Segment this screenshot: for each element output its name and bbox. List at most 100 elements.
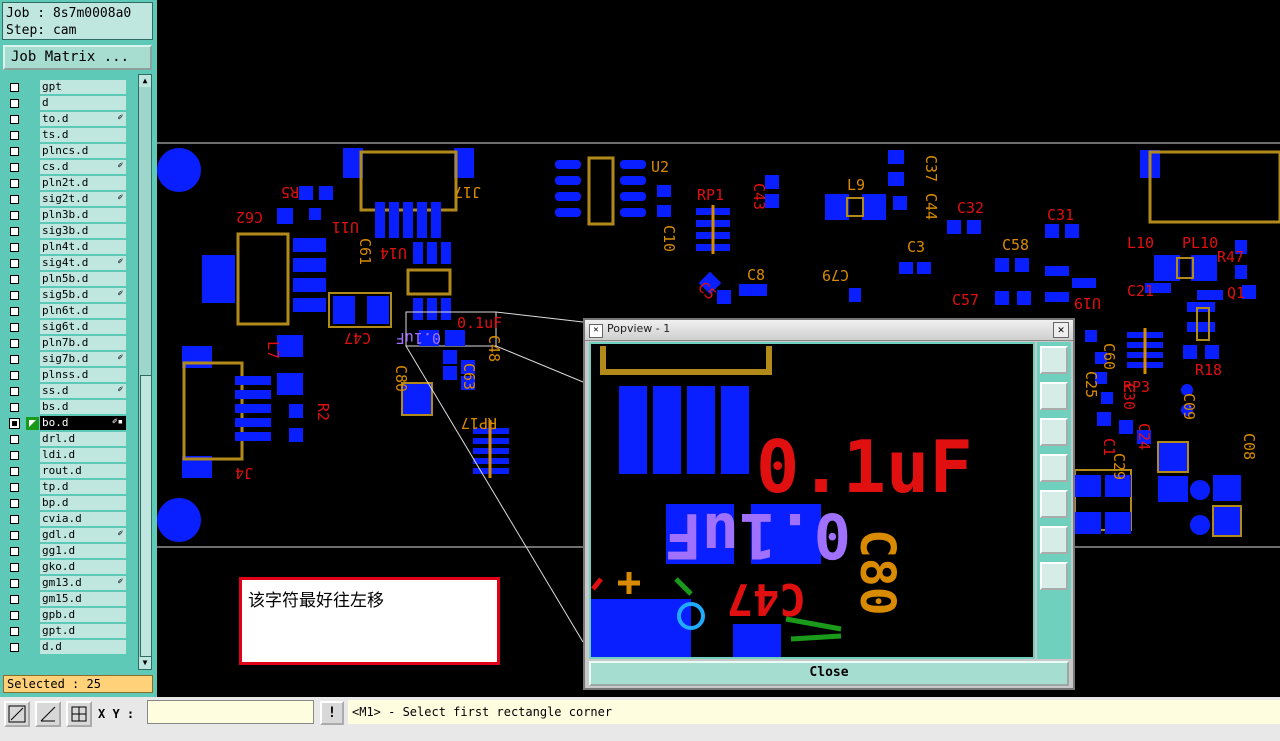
layer-checkbox[interactable] xyxy=(10,179,19,188)
layer-row[interactable]: bo.d✐▪ xyxy=(4,416,126,431)
layer-row[interactable]: bs.d xyxy=(4,400,126,415)
grid-icon[interactable] xyxy=(66,701,92,727)
layer-checkbox[interactable] xyxy=(10,115,19,124)
close-icon[interactable]: ✕ xyxy=(1053,322,1069,338)
layer-checkbox[interactable] xyxy=(10,323,19,332)
layer-row[interactable]: pln2t.d xyxy=(4,176,126,191)
layer-checkbox[interactable] xyxy=(10,435,19,444)
layer-checkbox[interactable] xyxy=(10,451,19,460)
layer-name[interactable]: d.d xyxy=(40,640,126,655)
layer-row[interactable]: pln5b.d xyxy=(4,272,126,287)
message-button[interactable]: ! xyxy=(320,701,344,725)
layer-checkbox[interactable] xyxy=(10,643,19,652)
layer-checkbox[interactable] xyxy=(10,211,19,220)
layer-row[interactable]: gg1.d xyxy=(4,544,126,559)
layer-name[interactable]: plncs.d xyxy=(40,144,126,159)
layer-checkbox[interactable] xyxy=(10,611,19,620)
layer-row[interactable]: plncs.d xyxy=(4,144,126,159)
layer-checkbox[interactable] xyxy=(10,131,19,140)
layer-row[interactable]: pln3b.d xyxy=(4,208,126,223)
popview-window[interactable]: ✕ Popview - 1 ✕ 0.1uF 0.1uF C80 C47 xyxy=(583,318,1075,690)
layer-checkbox[interactable] xyxy=(10,307,19,316)
layer-name[interactable]: cs.d xyxy=(40,160,126,175)
layer-name[interactable]: plnss.d xyxy=(40,368,126,383)
layer-row[interactable]: ldi.d xyxy=(4,448,126,463)
layer-name[interactable]: gdl.d xyxy=(40,528,126,543)
zoom-in-icon[interactable] xyxy=(1040,526,1068,554)
layer-name[interactable]: drl.d xyxy=(40,432,126,447)
layer-row[interactable]: sig4t.d✐ xyxy=(4,256,126,271)
layer-checkbox[interactable] xyxy=(10,227,19,236)
layer-row[interactable]: plnss.d xyxy=(4,368,126,383)
pan-right-icon[interactable] xyxy=(1040,490,1068,518)
layer-row[interactable]: gm13.d✐ xyxy=(4,576,126,591)
layer-name[interactable]: sig5b.d xyxy=(40,288,126,303)
layer-name[interactable]: rout.d xyxy=(40,464,126,479)
layer-row[interactable]: gpb.d xyxy=(4,608,126,623)
layer-checkbox[interactable] xyxy=(10,499,19,508)
layer-row[interactable]: ts.d xyxy=(4,128,126,143)
layer-row[interactable]: sig3b.d xyxy=(4,224,126,239)
layer-row[interactable]: gdl.d✐ xyxy=(4,528,126,543)
layer-name[interactable]: sig4t.d xyxy=(40,256,126,271)
layer-row[interactable]: sig6t.d xyxy=(4,320,126,335)
layer-checkbox[interactable] xyxy=(10,403,19,412)
layer-name[interactable]: ldi.d xyxy=(40,448,126,463)
layer-name[interactable]: gko.d xyxy=(40,560,126,575)
layer-name[interactable]: sig7b.d xyxy=(40,352,126,367)
layer-checkbox[interactable] xyxy=(10,387,19,396)
layer-name[interactable]: sig2t.d xyxy=(40,192,126,207)
layer-checkbox[interactable] xyxy=(10,515,19,524)
layer-name[interactable]: bp.d xyxy=(40,496,126,511)
layer-name[interactable]: to.d xyxy=(40,112,126,127)
layer-row[interactable]: cvia.d xyxy=(4,512,126,527)
layer-name[interactable]: cvia.d xyxy=(40,512,126,527)
layer-row[interactable]: sig7b.d✐ xyxy=(4,352,126,367)
snap-icon[interactable] xyxy=(4,701,30,727)
scroll-thumb[interactable] xyxy=(140,375,152,657)
layer-checkbox[interactable] xyxy=(10,371,19,380)
layer-row[interactable]: tp.d xyxy=(4,480,126,495)
layer-checkbox[interactable] xyxy=(10,563,19,572)
layer-checkbox[interactable] xyxy=(10,163,19,172)
layer-name[interactable]: ts.d xyxy=(40,128,126,143)
popview-titlebar[interactable]: ✕ Popview - 1 ✕ xyxy=(585,320,1073,341)
layer-checkbox[interactable] xyxy=(10,595,19,604)
layer-checkbox[interactable] xyxy=(10,467,19,476)
layer-name[interactable]: tp.d xyxy=(40,480,126,495)
zoom-fit-icon[interactable] xyxy=(1040,346,1068,374)
job-matrix-button[interactable]: Job Matrix ... xyxy=(3,45,152,70)
layer-checkbox[interactable] xyxy=(10,531,19,540)
layer-checkbox[interactable] xyxy=(10,355,19,364)
popview-close-button[interactable]: Close xyxy=(589,661,1069,686)
layer-checkbox[interactable] xyxy=(10,195,19,204)
layer-name[interactable]: pln6t.d xyxy=(40,304,126,319)
layer-name[interactable]: gpt xyxy=(40,80,126,95)
layer-checkbox[interactable] xyxy=(10,83,19,92)
layer-name[interactable]: d xyxy=(40,96,126,111)
zoom-out-icon[interactable] xyxy=(1040,562,1068,590)
layer-row[interactable]: pln6t.d xyxy=(4,304,126,319)
layer-checkbox[interactable] xyxy=(9,418,20,429)
layer-row[interactable]: rout.d xyxy=(4,464,126,479)
layer-checkbox[interactable] xyxy=(10,275,19,284)
layer-row[interactable]: gko.d xyxy=(4,560,126,575)
layer-name[interactable]: pln3b.d xyxy=(40,208,126,223)
layer-checkbox[interactable] xyxy=(10,547,19,556)
pan-up-icon[interactable] xyxy=(1040,382,1068,410)
layer-name[interactable]: sig3b.d xyxy=(40,224,126,239)
layer-row[interactable]: to.d✐ xyxy=(4,112,126,127)
layer-checkbox[interactable] xyxy=(10,291,19,300)
layer-row[interactable]: cs.d✐ xyxy=(4,160,126,175)
layer-row[interactable]: pln4t.d xyxy=(4,240,126,255)
scroll-up-icon[interactable]: ▲ xyxy=(139,75,151,87)
layer-name[interactable]: pln2t.d xyxy=(40,176,126,191)
layer-row[interactable]: d.d xyxy=(4,640,126,655)
layer-row[interactable]: d xyxy=(4,96,126,111)
layer-name[interactable]: gm13.d xyxy=(40,576,126,591)
layer-row[interactable]: sig5b.d✐ xyxy=(4,288,126,303)
layer-name[interactable]: gm15.d xyxy=(40,592,126,607)
layer-row[interactable]: gpt xyxy=(4,80,126,95)
layer-row[interactable]: sig2t.d✐ xyxy=(4,192,126,207)
xy-input[interactable] xyxy=(147,700,314,724)
